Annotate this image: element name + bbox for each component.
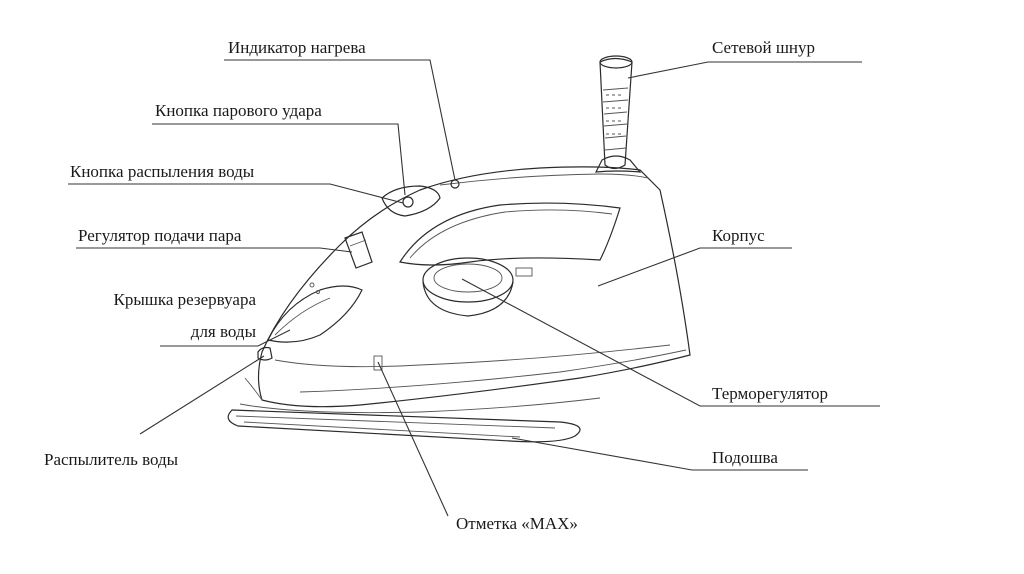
label-body: Корпус <box>712 226 765 245</box>
label-soleplate: Подошва <box>712 448 778 467</box>
label-sprayer: Распылитель воды <box>44 450 179 469</box>
power-cord-shape <box>594 55 642 173</box>
label-tank-cap-line1: Крышка резервуара <box>113 290 256 309</box>
label-steam-regulator: Регулятор подачи пара <box>78 226 242 245</box>
label-thermostat: Терморегулятор <box>712 384 829 403</box>
iron-body-shape <box>239 166 691 414</box>
soleplate-shape <box>227 409 581 443</box>
label-tank-cap-line2: для воды <box>190 322 256 341</box>
label-steam-burst-button: Кнопка парового удара <box>155 101 322 120</box>
label-spray-button: Кнопка распыления воды <box>70 162 255 181</box>
label-power-cord: Сетевой шнур <box>712 38 816 57</box>
label-max-mark: Отметка «MAX» <box>456 514 578 533</box>
leader-lines <box>68 59 880 517</box>
label-heat-indicator: Индикатор нагрева <box>228 38 366 57</box>
